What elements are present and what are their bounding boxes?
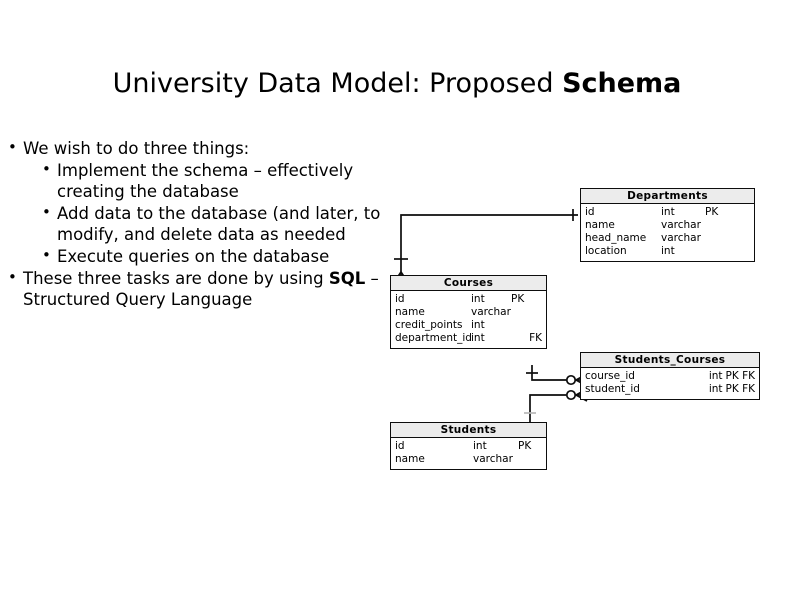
attribute-name: name (585, 219, 615, 231)
attribute-type: varchar (471, 306, 511, 318)
table-row: location int (581, 245, 754, 258)
list-item: • Implement the schema – effectively cre… (42, 160, 400, 203)
entity-students[interactable]: Students id int PK name varchar (390, 422, 547, 470)
attribute-name: name (395, 306, 425, 318)
page-title: University Data Model: Proposed Schema (0, 68, 794, 99)
entity-departments[interactable]: Departments id int PK name varchar head_… (580, 188, 755, 262)
attribute-type: int (661, 206, 675, 218)
table-row: name varchar (581, 219, 754, 232)
entity-title: Departments (581, 189, 754, 204)
attribute-key: PK (511, 293, 525, 305)
attribute-type: varchar (473, 453, 513, 465)
list-item: • Add data to the database (and later, t… (42, 203, 400, 246)
table-row: student_id int PK FK (581, 383, 759, 396)
list-item-text: We wish to do three things: (23, 138, 400, 160)
entity-courses[interactable]: Courses id int PK name varchar credit_po… (390, 275, 547, 349)
list-item-text: Add data to the database (and later, to … (57, 203, 400, 246)
attribute-name: id (395, 293, 405, 305)
entity-title: Students_Courses (581, 353, 759, 368)
attribute-name: course_id (585, 370, 635, 382)
list-item-text-before: Implement the schema – effectively creat… (57, 160, 354, 202)
attribute-name: id (585, 206, 595, 218)
attribute-type: varchar (661, 219, 701, 231)
relationship-departments-courses (392, 209, 578, 285)
table-row: name varchar (391, 453, 546, 466)
list-item: • These three tasks are done by using SQ… (8, 268, 400, 311)
bullet-icon: • (42, 159, 51, 178)
list-item-text-before: Execute queries on the database (57, 247, 330, 267)
list-item-text-before: These three tasks are done by using (23, 268, 329, 288)
entity-attribute-list: id int PK name varchar credit_points int… (391, 291, 546, 348)
list-item-text-after: – Structured Query Language (23, 268, 379, 310)
attribute-key: FK (529, 332, 542, 344)
page-title-plain: University Data Model: Proposed (112, 68, 563, 99)
entity-title: Courses (391, 276, 546, 291)
attribute-name: head_name (585, 232, 647, 244)
table-row: id int PK (391, 293, 546, 306)
bullet-icon: • (42, 246, 51, 265)
attribute-type: varchar (661, 232, 701, 244)
er-diagram: Departments id int PK name varchar head_… (380, 180, 790, 490)
list-item-text: Implement the schema – effectively creat… (57, 160, 400, 203)
attribute-name: department_id (395, 332, 472, 344)
attribute-type: int (473, 440, 487, 452)
table-row: head_name varchar (581, 232, 754, 245)
list-item-text: These three tasks are done by using SQL … (23, 268, 400, 311)
attribute-type: int (471, 319, 485, 331)
entity-students-courses[interactable]: Students_Courses course_id int PK FK stu… (580, 352, 760, 400)
entity-attribute-list: id int PK name varchar (391, 438, 546, 469)
attribute-name: credit_points (395, 319, 463, 331)
list-item-text: Execute queries on the database (57, 246, 400, 268)
bullet-icon: • (8, 138, 17, 156)
bullet-icon: • (42, 202, 51, 221)
entity-attribute-list: course_id int PK FK student_id int PK FK (581, 368, 759, 399)
attribute-name: name (395, 453, 425, 465)
list-item: • Execute queries on the database (42, 246, 400, 268)
attribute-name: id (395, 440, 405, 452)
table-row: id int PK (581, 206, 754, 219)
attribute-type: int (471, 332, 485, 344)
attribute-name: student_id (585, 383, 640, 395)
attribute-type: int (708, 383, 723, 395)
table-row: credit_points int (391, 319, 546, 332)
attribute-key: PK (518, 440, 532, 452)
bullet-list: • We wish to do three things: • Implemen… (8, 138, 400, 311)
relationship-courses-students-courses (526, 365, 588, 387)
list-item-text-before: We wish to do three things: (23, 139, 250, 158)
page-title-emphasis: Schema (562, 68, 682, 99)
table-row: course_id int PK FK (581, 370, 759, 383)
table-row: name varchar (391, 306, 546, 319)
attribute-key: PK FK (725, 383, 755, 395)
attribute-type: int (661, 245, 675, 257)
attribute-name: location (585, 245, 627, 257)
list-item-text-before: Add data to the database (and later, to … (57, 203, 381, 245)
attribute-type: int (471, 293, 485, 305)
attribute-key: PK (705, 206, 719, 218)
attribute-type: int (708, 370, 723, 382)
list-item: • We wish to do three things: (8, 138, 400, 160)
entity-attribute-list: id int PK name varchar head_name varchar… (581, 204, 754, 261)
attribute-key: PK FK (725, 370, 755, 382)
list-item-text-emphasis: SQL (328, 268, 366, 288)
entity-title: Students (391, 423, 546, 438)
table-row: id int PK (391, 440, 546, 453)
bullet-icon: • (8, 267, 17, 286)
table-row: department_id int FK (391, 332, 546, 345)
